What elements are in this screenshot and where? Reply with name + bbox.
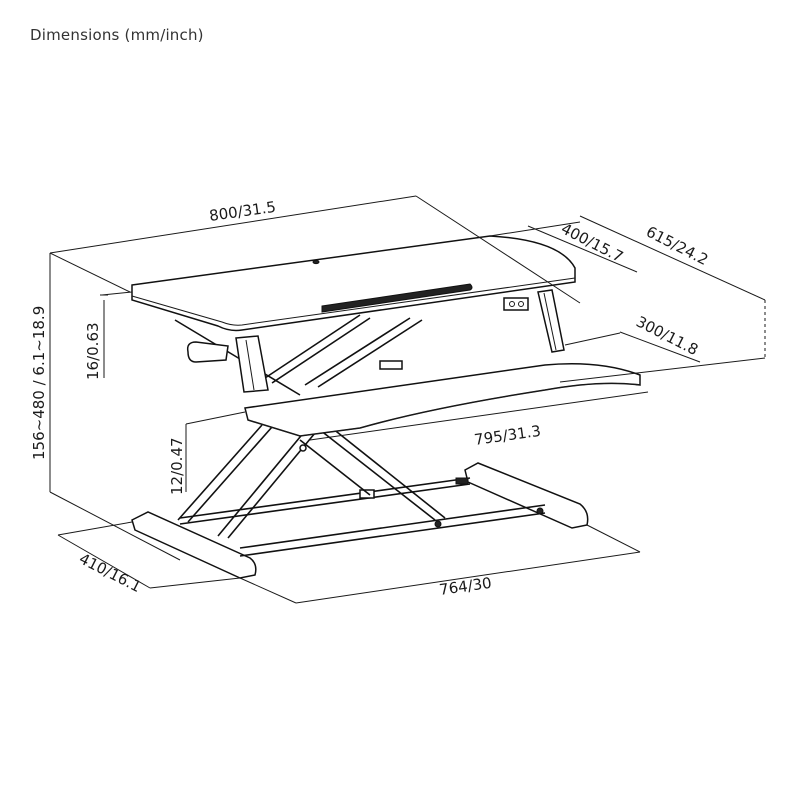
keyboard-tray <box>244 363 641 437</box>
height-range-label: 156~480 / 6.1~18.9 <box>30 306 48 460</box>
keyboard-depth-label: 300/11.8 <box>633 313 701 359</box>
base-width-label: 764/30 <box>438 574 493 599</box>
overall-depth-label: 615/24.2 <box>643 223 711 269</box>
top-thickness-label: 16/0.63 <box>84 322 102 380</box>
base-frame <box>131 462 589 579</box>
top-width-label: 800/31.5 <box>208 198 277 225</box>
diagram-title: Dimensions (mm/inch) <box>30 26 204 44</box>
keyboard-thickness-label: 12/0.47 <box>168 437 186 495</box>
scissor-lift <box>174 314 446 539</box>
base-depth-label: 410/16.1 <box>76 550 144 596</box>
desk-top <box>131 235 576 393</box>
keyboard-width-label: 795/31.3 <box>473 422 542 449</box>
